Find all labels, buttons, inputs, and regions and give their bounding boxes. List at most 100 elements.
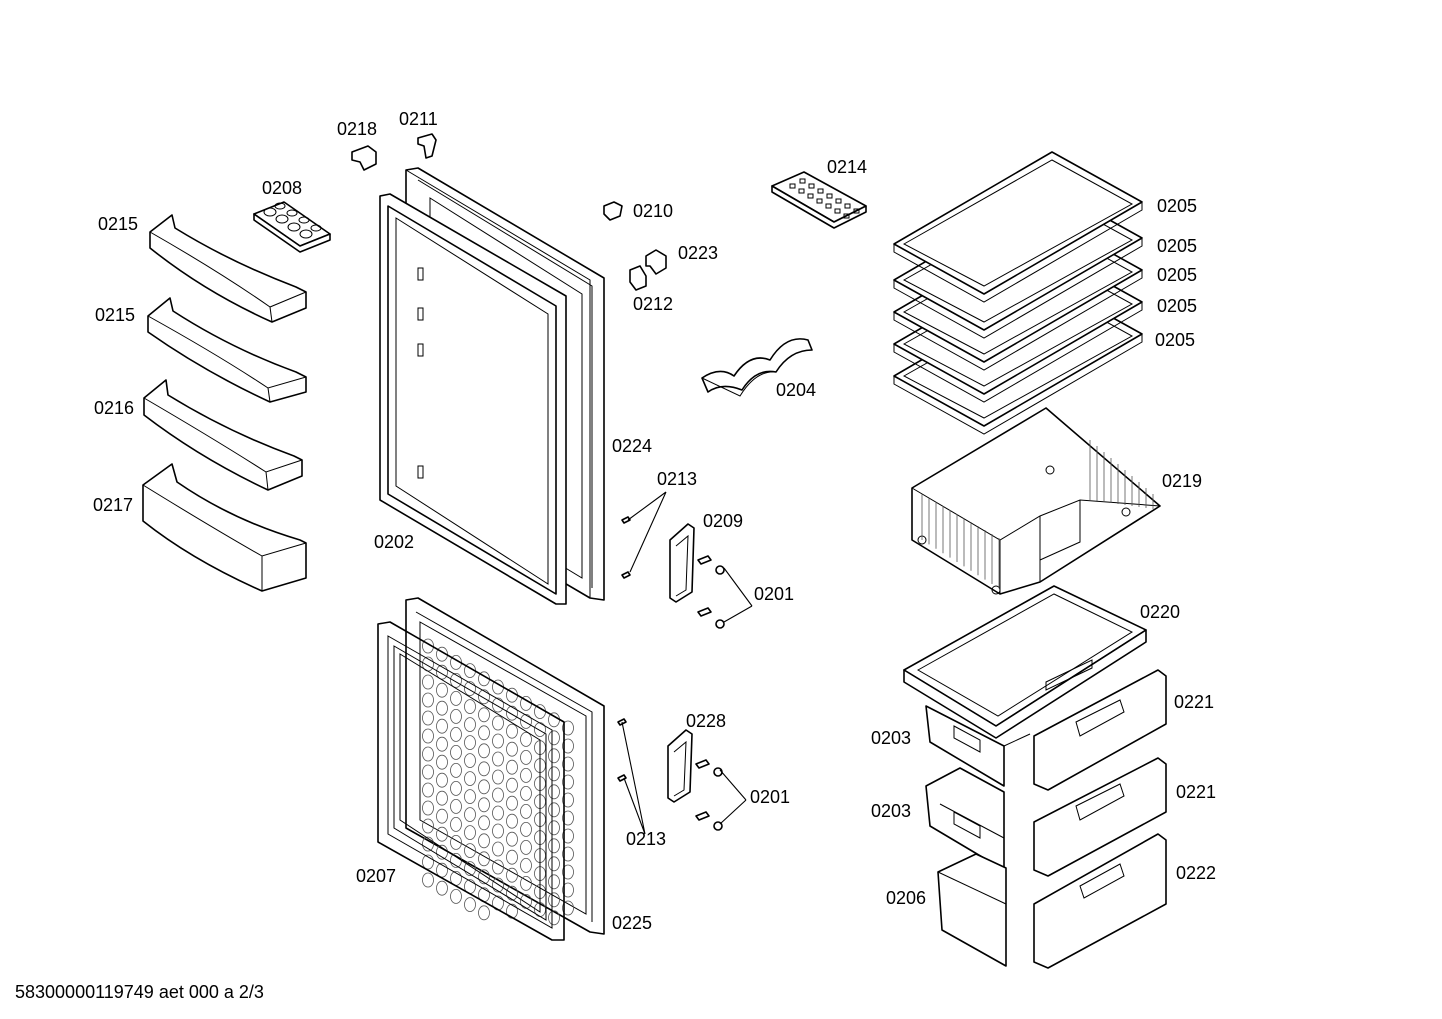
dimple bbox=[506, 795, 518, 811]
ice-cell bbox=[844, 203, 851, 209]
dimple bbox=[436, 790, 448, 806]
dimple bbox=[436, 754, 448, 770]
label-0209: 0209 bbox=[703, 511, 743, 531]
dimple bbox=[422, 710, 434, 726]
door-shelf-0216 bbox=[143, 379, 303, 491]
dimple bbox=[422, 836, 434, 852]
label-0205-a: 0205 bbox=[1157, 196, 1197, 216]
ice-cell bbox=[789, 183, 796, 189]
dimple bbox=[520, 768, 532, 783]
screws-0201-lower bbox=[695, 759, 723, 831]
label-0228: 0228 bbox=[686, 711, 726, 731]
dimple bbox=[450, 817, 462, 832]
dimple bbox=[506, 813, 518, 829]
dimple bbox=[520, 876, 532, 891]
drawer-0203-upper bbox=[925, 705, 1031, 787]
ice-cell bbox=[826, 193, 833, 199]
dimple bbox=[506, 867, 518, 883]
lower-door-screws-0213 bbox=[617, 718, 627, 782]
label-0201-a: 0201 bbox=[754, 584, 794, 604]
dimple bbox=[548, 784, 560, 800]
label-0203-a: 0203 bbox=[871, 728, 911, 748]
label-0204: 0204 bbox=[776, 380, 816, 400]
dimple bbox=[506, 741, 518, 757]
dimple bbox=[478, 725, 490, 741]
dimple bbox=[464, 735, 476, 750]
glass-shelves-0205 bbox=[893, 151, 1143, 435]
dimple bbox=[562, 792, 574, 808]
dimple bbox=[520, 714, 532, 729]
ice-tray-0214 bbox=[771, 171, 867, 229]
ice-cell bbox=[843, 213, 850, 219]
dimple bbox=[436, 826, 448, 842]
handle-0209 bbox=[669, 523, 695, 603]
dimple bbox=[436, 718, 448, 734]
door-gasket-0207 bbox=[377, 621, 565, 941]
dimple bbox=[450, 709, 462, 724]
dimple bbox=[562, 810, 574, 826]
drawer-front-0221-upper bbox=[1033, 669, 1167, 791]
dimple bbox=[506, 777, 518, 793]
dimple bbox=[506, 705, 518, 721]
dimple bbox=[478, 689, 490, 705]
door-shelf-0215-top bbox=[149, 214, 307, 323]
dimple bbox=[478, 779, 490, 795]
dimple bbox=[436, 808, 448, 824]
label-0203-b: 0203 bbox=[871, 801, 911, 821]
label-0216: 0216 bbox=[94, 398, 134, 418]
ice-cell bbox=[834, 208, 841, 214]
label-0213-a: 0213 bbox=[657, 469, 697, 489]
label-0224: 0224 bbox=[612, 436, 652, 456]
dimple bbox=[436, 664, 448, 680]
label-0215-b: 0215 bbox=[95, 305, 135, 325]
dimple bbox=[422, 674, 434, 690]
document-id-footer: 58300000119749 aet 000 a 2/3 bbox=[15, 982, 264, 1002]
dimple bbox=[506, 831, 518, 847]
label-0202: 0202 bbox=[374, 532, 414, 552]
dimple bbox=[562, 846, 574, 862]
bracket-0223 bbox=[645, 249, 667, 275]
dimple bbox=[520, 786, 532, 801]
dimple bbox=[464, 789, 476, 804]
bracket-0212 bbox=[629, 265, 647, 291]
dimple bbox=[464, 807, 476, 822]
dimple bbox=[450, 673, 462, 688]
dimple bbox=[562, 720, 574, 736]
dimple bbox=[548, 802, 560, 818]
handle-0228 bbox=[667, 729, 693, 803]
dimple bbox=[548, 730, 560, 746]
hinge-cover-0218 bbox=[351, 145, 377, 171]
label-0225: 0225 bbox=[612, 913, 652, 933]
label-0215-a: 0215 bbox=[98, 214, 138, 234]
ice-cell bbox=[853, 208, 860, 214]
ice-cell bbox=[799, 178, 806, 184]
crisper-box-0219 bbox=[911, 407, 1161, 595]
glass-shelf bbox=[893, 151, 1143, 303]
dimple bbox=[422, 800, 434, 816]
dimple bbox=[548, 748, 560, 764]
dimple bbox=[506, 723, 518, 739]
dimple bbox=[548, 910, 560, 926]
door-gasket-0202 bbox=[379, 193, 567, 605]
dimple bbox=[562, 882, 574, 898]
drawer-front-0221-lower bbox=[1033, 757, 1167, 877]
dimple bbox=[492, 859, 504, 875]
label-0208: 0208 bbox=[262, 178, 302, 198]
label-0205-e: 0205 bbox=[1155, 330, 1195, 350]
dimple bbox=[478, 707, 490, 723]
dimple bbox=[492, 805, 504, 821]
label-0223: 0223 bbox=[678, 243, 718, 263]
ice-cell bbox=[817, 188, 824, 194]
dimple bbox=[422, 782, 434, 798]
ice-cell bbox=[808, 183, 815, 189]
screws-0201-upper bbox=[697, 555, 725, 629]
label-0217: 0217 bbox=[93, 495, 133, 515]
dimple bbox=[436, 682, 448, 698]
dimple bbox=[562, 756, 574, 772]
label-0206: 0206 bbox=[886, 888, 926, 908]
clip-0210 bbox=[603, 201, 623, 221]
dimple bbox=[422, 854, 434, 870]
dimple bbox=[464, 897, 476, 912]
dimple bbox=[464, 753, 476, 768]
